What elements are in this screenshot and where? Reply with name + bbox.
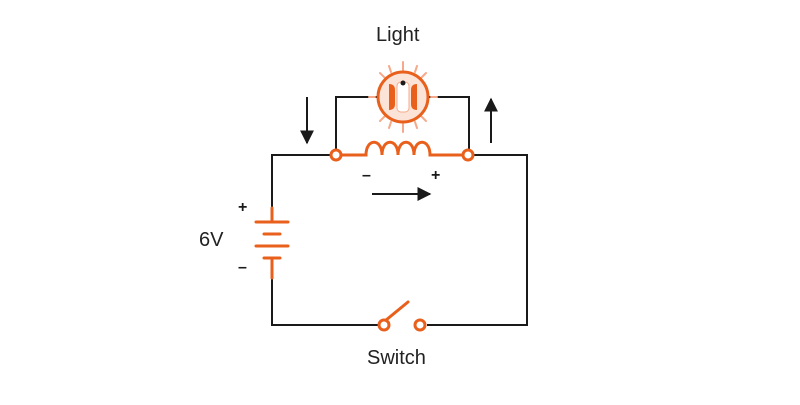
coil-terminal-right	[461, 148, 475, 162]
switch-terminal-right	[413, 318, 427, 332]
coil-terminal-left	[329, 148, 343, 162]
voltage-label: 6V	[199, 229, 224, 251]
switch-label: Switch	[367, 347, 426, 369]
battery-minus-sign: –	[238, 259, 247, 276]
battery-plus-sign: +	[238, 199, 247, 216]
wire-bulb-branch	[335, 96, 470, 150]
switch-terminal-left	[377, 318, 391, 332]
coil-plus-sign: +	[431, 167, 440, 184]
light-bulb-icon	[368, 61, 438, 133]
current-arrow-icon	[300, 97, 498, 201]
bulb-glow	[368, 61, 438, 133]
circuit-wires	[271, 96, 528, 326]
wire-right	[427, 154, 528, 326]
wire-bottom-left	[271, 275, 379, 326]
open-switch-icon	[377, 300, 427, 332]
inductor-coil-icon	[329, 140, 475, 162]
wire-left-top	[271, 154, 331, 218]
light-label: Light	[376, 24, 420, 46]
battery-icon	[254, 206, 290, 280]
coil-minus-sign: –	[362, 167, 371, 184]
